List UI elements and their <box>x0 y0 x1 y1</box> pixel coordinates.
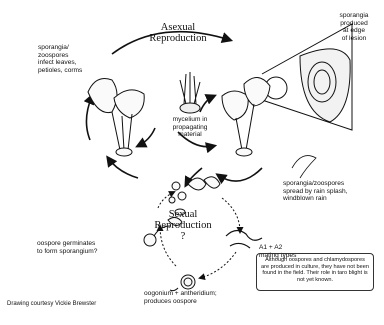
arrow-left-lower <box>108 158 138 178</box>
arrow-sexual-bottom <box>200 252 236 278</box>
asexual-reproduction-title: Asexual Reproduction <box>148 22 208 44</box>
drawing-credit: Drawing courtesy Vickie Brewster <box>7 301 96 307</box>
arrow-right-lower <box>218 168 262 181</box>
mating-hyphae <box>226 230 262 248</box>
leaf-enlarged <box>300 49 350 122</box>
taro-plant-left <box>88 79 144 157</box>
shoots <box>180 72 200 104</box>
hypha-a1 <box>226 230 262 240</box>
zoospore-1 <box>172 182 180 190</box>
propagating-material <box>180 72 200 113</box>
leaf-left-2 <box>114 90 144 118</box>
cutting-base <box>180 103 200 113</box>
label-mycelium: mycelium in propagating material <box>160 116 220 139</box>
corm-right <box>236 148 252 156</box>
leaf-right-1 <box>222 91 248 120</box>
sexual-reproduction-title: Sexual Reproduction ? <box>148 209 218 242</box>
taro-plant-right <box>222 77 270 156</box>
label-edge-of-lesion: sporangia produced at edge of lesion <box>331 12 377 42</box>
oogonium-antheridium <box>170 275 195 291</box>
hypha-a2 <box>230 243 250 248</box>
arrow-left-up <box>86 96 92 140</box>
rain-splash-icon <box>292 156 316 178</box>
zoospore-2 <box>178 192 186 200</box>
leaf-left-1 <box>88 79 117 113</box>
label-spread-rain: sporangia/zoospores spread by rain splas… <box>283 180 348 203</box>
corm-left <box>116 148 132 156</box>
sporangium-2 <box>204 177 220 188</box>
label-oospore-germinates: oospore germinates to form sporangium? <box>37 240 97 255</box>
oospore-inner <box>184 278 192 286</box>
arrow-to-lesion <box>200 96 214 112</box>
label-oogonium-antheridium: oogonium + antheridium; produces oospore <box>144 290 217 305</box>
label-infect-leaves: sporangia/ zoospores infect leaves, peti… <box>38 44 82 74</box>
zoospore-3 <box>169 197 175 203</box>
arrow-sexual-right <box>222 198 240 232</box>
note-box: Although oospores and chlamydospores are… <box>256 253 374 291</box>
arrow-mycelium <box>138 128 155 146</box>
